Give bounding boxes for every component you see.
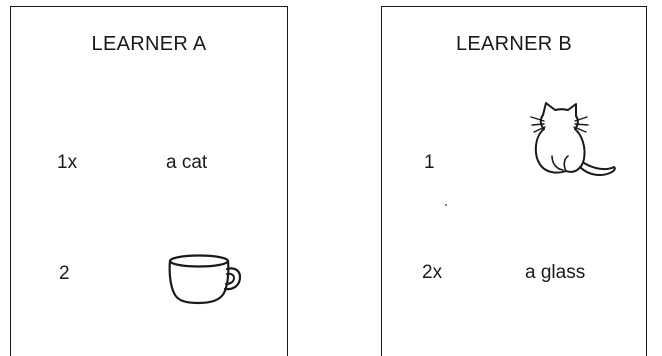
learner-a-row2-number: 2 (59, 263, 70, 284)
learner-a-row1-number: 1x (57, 152, 78, 173)
cat-icon (530, 101, 620, 196)
learner-b-row1-number: 1 (424, 152, 435, 173)
learner-b-row2-number: 2x (422, 262, 443, 283)
learner-b-row2-word: a glass (525, 262, 586, 283)
learner-a-title: LEARNER A (91, 33, 207, 55)
scan-speck (445, 204, 447, 206)
learner-a-card: LEARNER A 1x a cat 2 (10, 6, 288, 356)
learner-b-title: LEARNER B (455, 33, 573, 55)
cup-icon (164, 247, 244, 314)
learner-b-card: LEARNER B 1 2x a glass (381, 6, 647, 356)
learner-a-row1-word: a cat (166, 152, 208, 173)
